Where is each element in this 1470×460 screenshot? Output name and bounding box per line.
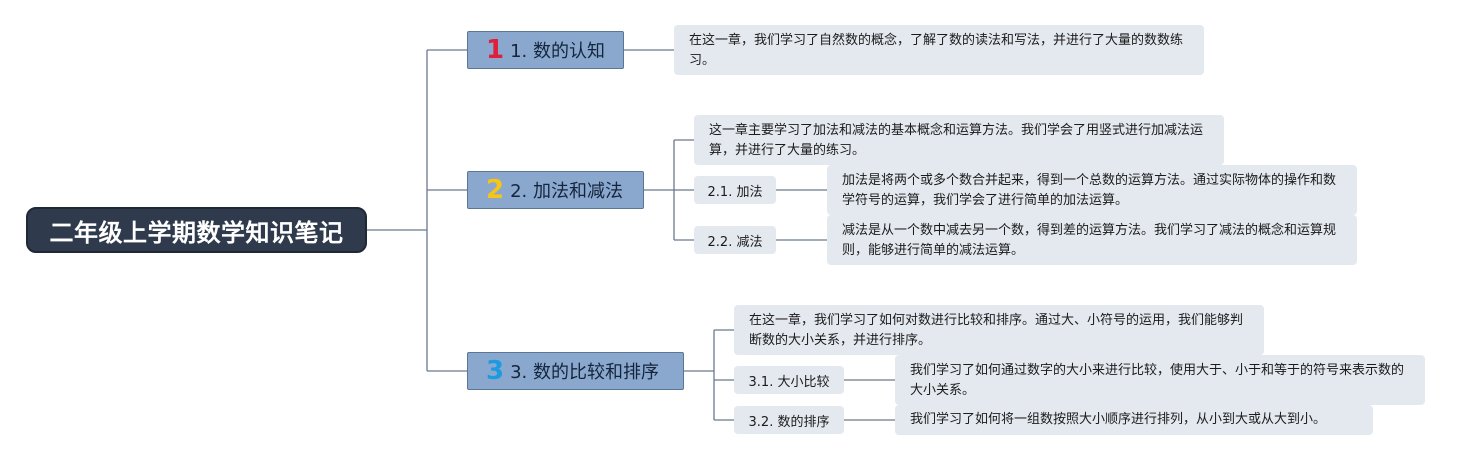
chapter-3-summary-text: 在这一章，我们学习了如何对数进行比较和排序。通过大、小符号的运用，我们能够判断数…	[749, 313, 1244, 348]
section-2-1-title: 2.1. 加法	[707, 184, 763, 200]
section-2-2-title: 2.2. 减法	[707, 234, 763, 250]
chapter-2-summary-text: 这一章主要学习了加法和减法的基本概念和运算方法。我们学会了用竖式进行加减法运算，…	[709, 123, 1204, 158]
chapter-2-topic[interactable]: 2 2. 加法和减法	[467, 171, 644, 209]
section-3-1-topic[interactable]: 3.1. 大小比较	[734, 366, 844, 394]
chapter-1-title: 1. 数的认知	[510, 41, 605, 62]
section-3-1-note[interactable]: 我们学习了如何通过数字的大小来进行比较，使用大于、小于和等于的符号来表示数的大小…	[895, 355, 1425, 405]
section-2-1-topic[interactable]: 2.1. 加法	[694, 176, 776, 204]
section-3-2-topic[interactable]: 3.2. 数的排序	[734, 406, 844, 434]
chapter-3-topic[interactable]: 3 3. 数的比较和排序	[467, 352, 684, 390]
chapter-1-topic[interactable]: 1 1. 数的认知	[467, 31, 624, 69]
section-2-1-note-text: 加法是将两个或多个数合并起来，得到一个总数的运算方法。通过实际物体的操作和数学符…	[842, 173, 1337, 208]
chapter-3-title: 3. 数的比较和排序	[510, 362, 659, 383]
section-3-2-note[interactable]: 我们学习了如何将一组数按照大小顺序进行排列，从小到大或从大到小。	[895, 405, 1373, 435]
chapter-2-summary[interactable]: 这一章主要学习了加法和减法的基本概念和运算方法。我们学会了用竖式进行加减法运算，…	[694, 115, 1224, 165]
section-3-2-note-text: 我们学习了如何将一组数按照大小顺序进行排列，从小到大或从大到小。	[910, 412, 1327, 427]
section-2-2-topic[interactable]: 2.2. 减法	[694, 226, 776, 254]
number-1-icon: 1	[486, 35, 505, 65]
root-title: 二年级上学期数学知识笔记	[49, 218, 344, 247]
chapter-3-summary[interactable]: 在这一章，我们学习了如何对数进行比较和排序。通过大、小符号的运用，我们能够判断数…	[734, 305, 1264, 355]
section-3-1-title: 3.1. 大小比较	[748, 374, 830, 390]
section-2-2-note[interactable]: 减法是从一个数中减去另一个数，得到差的运算方法。我们学习了减法的概念和运算规则，…	[827, 215, 1357, 265]
number-2-icon: 2	[486, 175, 505, 205]
number-3-icon: 3	[486, 356, 505, 386]
section-3-2-title: 3.2. 数的排序	[748, 414, 830, 430]
root-topic[interactable]: 二年级上学期数学知识笔记	[26, 207, 367, 253]
section-3-1-note-text: 我们学习了如何通过数字的大小来进行比较，使用大于、小于和等于的符号来表示数的大小…	[910, 363, 1405, 398]
chapter-1-summary[interactable]: 在这一章，我们学习了自然数的概念，了解了数的读法和写法，并进行了大量的数数练习。	[674, 25, 1204, 75]
chapter-1-summary-text: 在这一章，我们学习了自然数的概念，了解了数的读法和写法，并进行了大量的数数练习。	[689, 33, 1184, 68]
chapter-2-title: 2. 加法和减法	[510, 181, 623, 202]
section-2-2-note-text: 减法是从一个数中减去另一个数，得到差的运算方法。我们学习了减法的概念和运算规则，…	[842, 223, 1337, 258]
section-2-1-note[interactable]: 加法是将两个或多个数合并起来，得到一个总数的运算方法。通过实际物体的操作和数学符…	[827, 165, 1357, 215]
